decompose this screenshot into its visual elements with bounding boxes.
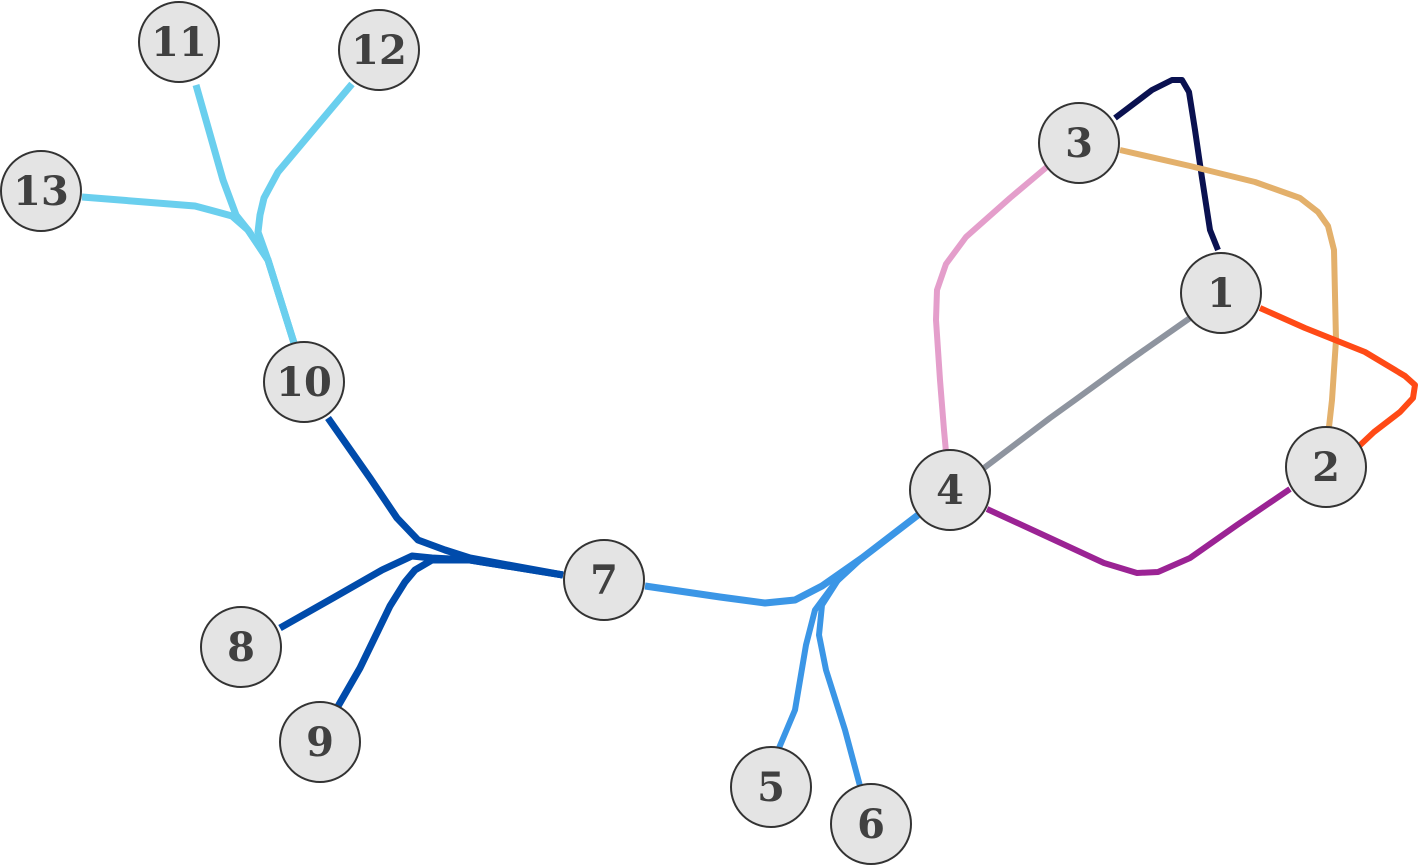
node-circle[interactable]: [200, 606, 282, 688]
node-12[interactable]: 12: [338, 9, 420, 91]
node-6[interactable]: 6: [830, 783, 912, 865]
node-circle[interactable]: [338, 9, 420, 91]
node-label: 4: [936, 467, 964, 514]
node-circle[interactable]: [1038, 102, 1120, 184]
node-label: 1: [1207, 270, 1235, 317]
node-circle[interactable]: [0, 150, 82, 232]
edge-4-7: [644, 512, 921, 607]
node-7[interactable]: 7: [563, 539, 645, 621]
node-3[interactable]: 3: [1038, 102, 1120, 184]
node-1[interactable]: 1: [1180, 252, 1262, 334]
node-label: 2: [1312, 444, 1340, 491]
edge-3-4: [933, 163, 1050, 453]
node-circle[interactable]: [1285, 426, 1367, 508]
node-11[interactable]: 11: [138, 1, 220, 83]
node-label: 5: [757, 764, 785, 811]
edge-7-10: [325, 415, 564, 579]
node-circle[interactable]: [1180, 252, 1262, 334]
node-circle[interactable]: [279, 701, 361, 783]
edge-1-2: [1258, 305, 1418, 451]
node-2[interactable]: 2: [1285, 426, 1367, 508]
edge-10-12: [254, 81, 355, 345]
node-circle[interactable]: [263, 341, 345, 423]
node-10[interactable]: 10: [263, 341, 345, 423]
node-13[interactable]: 13: [0, 150, 82, 232]
node-circle[interactable]: [138, 1, 220, 83]
edge-4-2: [985, 486, 1292, 576]
node-circle[interactable]: [830, 783, 912, 865]
node-label: 3: [1065, 120, 1093, 167]
node-circle[interactable]: [909, 449, 991, 531]
node-4[interactable]: 4: [909, 449, 991, 531]
edge-7-9: [333, 556, 564, 710]
edge-10-13: [81, 193, 298, 345]
node-8[interactable]: 8: [200, 606, 282, 688]
node-label: 7: [590, 557, 618, 604]
edge-4-5: [776, 512, 920, 750]
node-label: 8: [227, 624, 255, 671]
node-circle[interactable]: [730, 746, 812, 828]
node-label: 12: [351, 27, 407, 74]
node-label: 6: [857, 801, 885, 848]
edge-3-1: [1113, 77, 1221, 252]
edges-layer: [81, 77, 1418, 787]
node-label: 9: [306, 719, 334, 766]
edge-4-6: [816, 512, 920, 787]
node-label: 11: [151, 19, 207, 66]
edge-3-2: [1119, 147, 1339, 428]
node-5[interactable]: 5: [730, 746, 812, 828]
node-9[interactable]: 9: [279, 701, 361, 783]
node-circle[interactable]: [563, 539, 645, 621]
node-label: 13: [13, 168, 69, 215]
node-label: 10: [276, 359, 332, 406]
edge-1-4: [982, 315, 1192, 471]
